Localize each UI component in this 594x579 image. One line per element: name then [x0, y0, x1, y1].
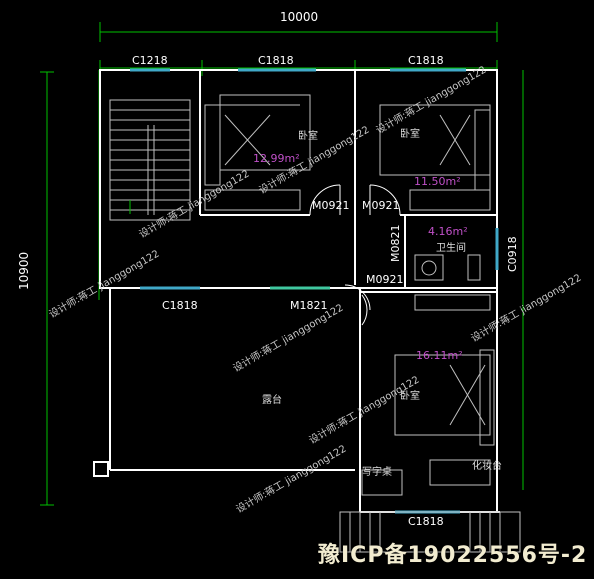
room-label-terrace: 露台 — [262, 395, 282, 406]
room-label-vanity: 化妆台 — [472, 461, 502, 472]
window-code-3: C1818 — [408, 54, 444, 67]
furniture — [204, 94, 521, 553]
room-label-desk: 写字桌 — [362, 467, 392, 478]
door-code-1: M0921 — [312, 199, 350, 212]
window-code-4: C1818 — [162, 299, 198, 312]
walls — [93, 69, 500, 513]
room-label-bedroom-a: 卧室 — [298, 131, 318, 142]
doors — [309, 184, 401, 326]
room-label-bedroom-b: 卧室 — [400, 129, 420, 140]
window-code-5: C0918 — [506, 236, 519, 272]
area-label-bedroom-c: 16.11m² — [416, 349, 463, 362]
window-code-6: C1818 — [408, 515, 444, 528]
door-code-4: M0921 — [366, 273, 404, 286]
window-code-1: C1218 — [132, 54, 168, 67]
door-code-2: M0921 — [362, 199, 400, 212]
total-height-label: 10900 — [17, 251, 31, 290]
door-code-5: M1821 — [290, 299, 328, 312]
area-label-bedroom-b: 11.50m² — [414, 175, 461, 188]
door-code-3: M0821 — [389, 224, 402, 263]
window-code-2: C1818 — [258, 54, 294, 67]
total-width-label: 10000 — [280, 10, 319, 24]
room-label-bedroom-c: 卧室 — [400, 391, 420, 402]
area-label-bedroom-a: 12.99m² — [253, 152, 300, 165]
icp-license-text: 豫ICP备19022556号-2 — [318, 543, 588, 568]
area-label-bathroom: 4.16m² — [428, 225, 468, 238]
room-label-bathroom: 卫生间 — [436, 243, 466, 254]
staircase — [109, 99, 191, 221]
